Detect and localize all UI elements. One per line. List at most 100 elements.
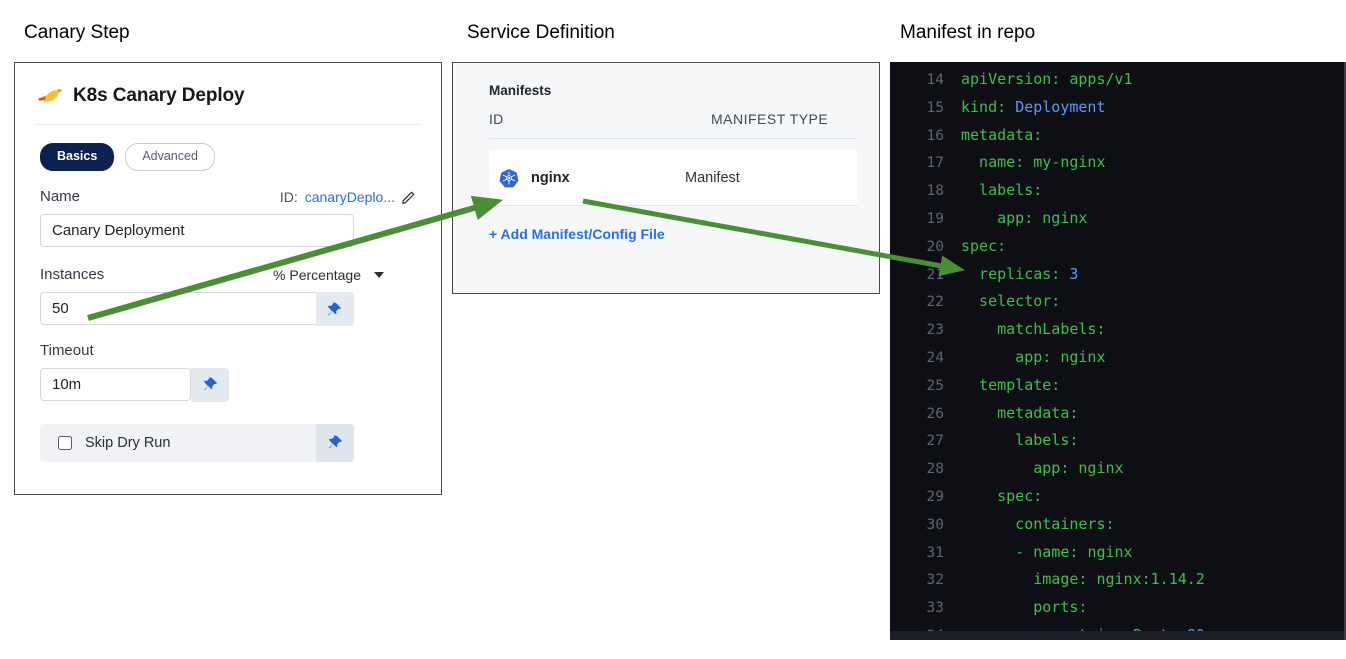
code-line: 26 metadata: [890, 404, 1344, 432]
code-line: 30 containers: [890, 515, 1344, 543]
code-line: 25 template: [890, 376, 1344, 404]
timeout-input-value: 10m [52, 376, 82, 393]
code-line: 24 app: nginx [890, 348, 1344, 376]
code-line-number: 30 [926, 516, 944, 533]
code-line-source: metadata: [961, 125, 1043, 144]
code-line: 18 labels: [890, 181, 1344, 209]
code-line: 23 matchLabels: [890, 320, 1344, 348]
code-line: 28 app: nginx [890, 459, 1344, 487]
skip-dry-run-label: Skip Dry Run [85, 434, 171, 451]
code-line: 17 name: my-nginx [890, 153, 1344, 181]
code-line-source: containers: [961, 514, 1115, 533]
instances-input-value: 50 [52, 299, 69, 317]
code-line-number: 20 [926, 238, 944, 255]
code-line-number: 33 [926, 600, 944, 617]
pin-icon [327, 301, 341, 315]
tab-basics[interactable]: Basics [40, 143, 115, 171]
code-line: 31 - name: nginx [890, 543, 1344, 571]
code-line-source: matchLabels: [961, 320, 1106, 339]
code-line-source: app: [961, 459, 1079, 478]
code-line: 33 ports: [890, 598, 1344, 626]
code-line-source: spec: [961, 236, 1007, 255]
table-row[interactable]: nginx Manifest [489, 150, 857, 206]
code-line-source: kind: [961, 97, 1016, 116]
instances-unit-select[interactable]: % Percentage [273, 267, 416, 283]
code-token-value: 3 [1069, 264, 1079, 283]
section-label-canary-step: Canary Step [24, 22, 130, 43]
code-token-value: apps/v1 [1069, 70, 1133, 88]
code-line-source: spec: [961, 486, 1043, 505]
manifests-section-title: Manifests [489, 83, 552, 98]
skip-dry-run-pin-button[interactable] [316, 423, 354, 462]
pin-icon [328, 435, 342, 449]
code-line-number: 18 [926, 183, 944, 200]
code-line-source: selector: [961, 292, 1061, 311]
instances-pin-button[interactable] [315, 292, 354, 326]
manifests-table-header: ID MANIFEST TYPE [453, 98, 879, 127]
code-line-number: 15 [926, 99, 944, 116]
canary-step-card: K8s Canary Deploy Basics Advanced Name I… [14, 62, 442, 495]
code-line-source: - name: [961, 542, 1088, 561]
code-line-source: labels: [961, 431, 1079, 450]
timeout-labelrow: Timeout [40, 341, 416, 361]
pencil-icon[interactable] [402, 190, 416, 204]
code-line-source: template: [961, 375, 1061, 394]
code-token-value: nginx [1078, 459, 1124, 478]
name-input-value: Canary Deployment [52, 221, 185, 239]
code-line-number: 26 [926, 405, 944, 422]
chevron-down-icon [374, 271, 384, 278]
code-line-number: 28 [926, 461, 944, 478]
code-line-number: 23 [926, 322, 944, 339]
table-header-rule [489, 138, 857, 139]
instances-unit-value: % Percentage [273, 266, 361, 283]
skip-dry-run-row[interactable]: Skip Dry Run [40, 423, 354, 462]
code-line-source: name: [961, 153, 1034, 172]
code-token-value: nginx [1087, 542, 1133, 561]
code-line-number: 24 [926, 349, 944, 366]
code-line: 29 spec: [890, 487, 1344, 515]
manifest-id-cell: nginx [489, 168, 685, 188]
code-line: 22 selector: [890, 292, 1344, 320]
canary-step-header: K8s Canary Deploy [15, 63, 441, 107]
code-line-number: 19 [926, 210, 944, 227]
step-id-value[interactable]: canaryDeplo... [304, 188, 395, 205]
pin-icon [203, 377, 217, 391]
skip-dry-run-checkbox[interactable] [58, 435, 72, 450]
timeout-field-label: Timeout [40, 342, 94, 359]
code-token-value: my-nginx [1033, 153, 1106, 172]
name-field-label: Name [40, 188, 81, 205]
code-line-number: 17 [926, 155, 944, 172]
code-line-source: metadata: [961, 403, 1079, 422]
code-line-source: replicas: [961, 264, 1070, 283]
column-header-manifest-type: MANIFEST TYPE [711, 111, 829, 127]
code-line-source: apiVersion: [961, 70, 1070, 88]
manifest-type-value: Manifest [685, 169, 740, 186]
code-line-number: 16 [926, 127, 944, 144]
code-line: 21 replicas: 3 [890, 265, 1344, 293]
code-line-source: app: [961, 208, 1043, 227]
name-input[interactable]: Canary Deployment [40, 213, 354, 247]
code-token-value: nginx [1042, 208, 1088, 227]
timeout-input[interactable]: 10m [40, 368, 191, 401]
step-id-display: ID: canaryDeplo... [280, 189, 416, 205]
code-line-number: 29 [926, 488, 944, 505]
add-manifest-config-file-link[interactable]: + Add Manifest/Config File [489, 226, 665, 242]
canary-tabs: Basics Advanced [15, 125, 441, 171]
tab-advanced[interactable]: Advanced [125, 143, 215, 171]
timeout-row: 10m [40, 367, 416, 402]
timeout-pin-button[interactable] [191, 367, 229, 402]
column-header-id: ID [489, 111, 504, 127]
code-line-number: 32 [926, 572, 944, 589]
code-line: 27 labels: [890, 431, 1344, 459]
instances-labelrow: Instances % Percentage [40, 265, 416, 285]
name-field-labelrow: Name ID: canaryDeplo... [40, 187, 416, 207]
instances-input[interactable]: 50 [40, 291, 354, 326]
code-line-source: app: [961, 347, 1061, 366]
code-line: 32 image: nginx:1.14.2 [890, 570, 1344, 598]
code-line-number: 25 [926, 377, 944, 394]
code-token-value: nginx [1060, 347, 1106, 366]
